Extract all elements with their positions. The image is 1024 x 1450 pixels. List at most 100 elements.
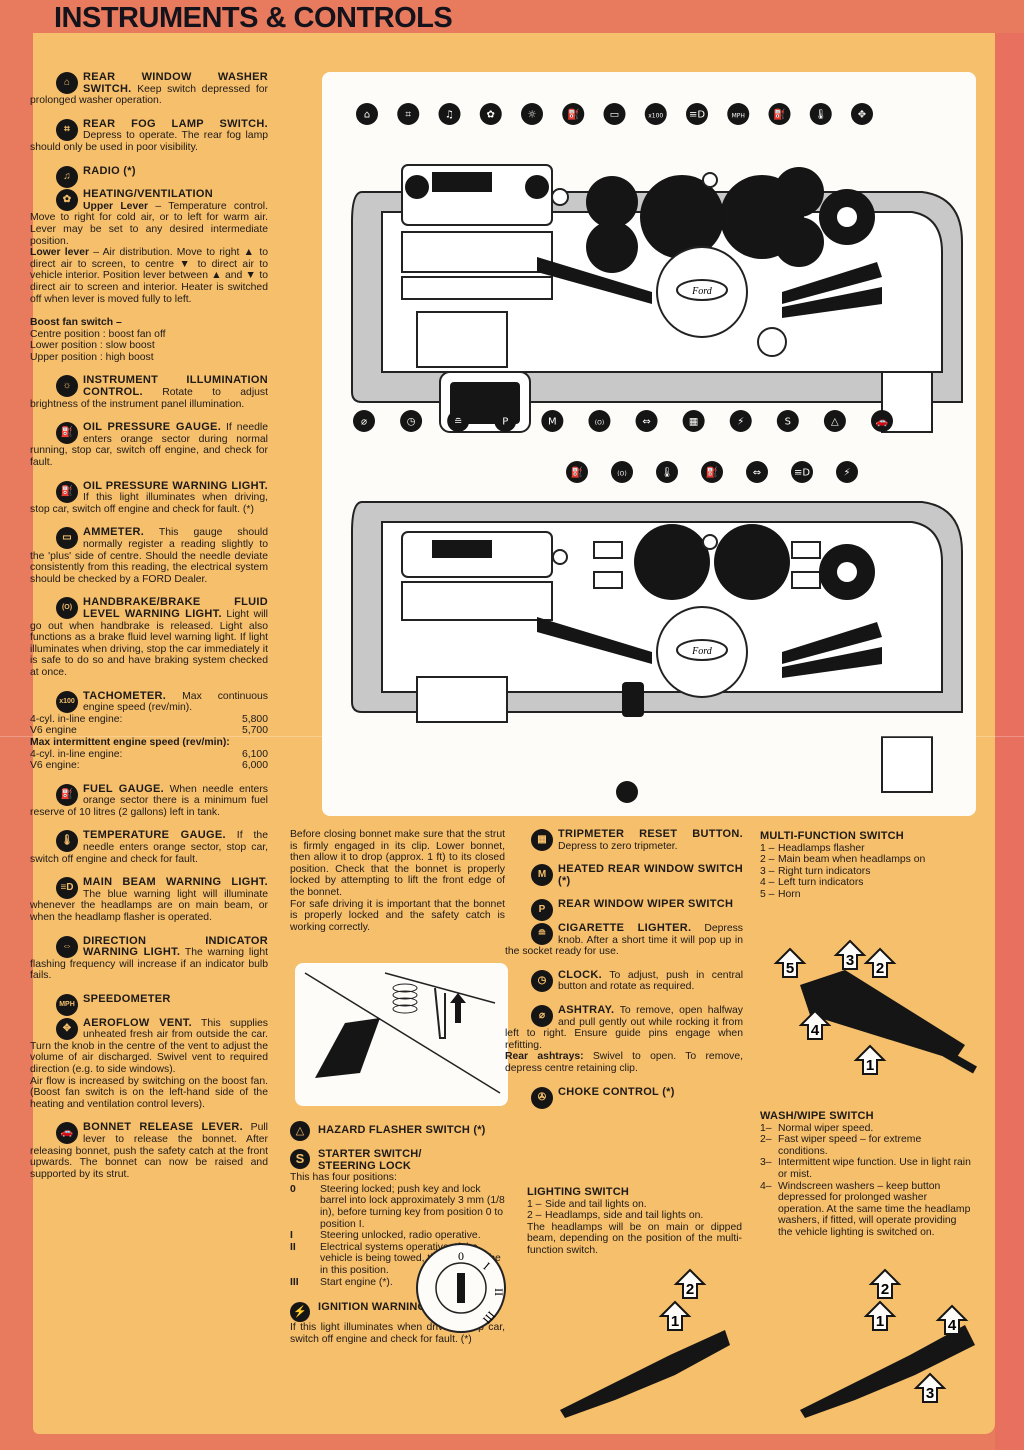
page-fold-line [0,736,1024,737]
entry-text: HANDBRAKE/BRAKE FLUID LEVEL WARNING LIGH… [30,597,268,678]
bottom-callout-icon-glyph: ◷ [407,417,416,428]
instruction-entry: ▦TRIPMETER RESET BUTTON. Depress to zero… [505,828,743,852]
entry-heading: AEROFLOW VENT. [83,1016,192,1029]
lower-callout-icon [836,461,858,483]
bonnet-closing-note: Before closing bonnet make sure that the… [290,829,505,933]
top-callout-icon [644,103,667,125]
wash-wipe-stalk [782,287,882,318]
entry-text: AMMETER. This gauge should normally regi… [30,527,268,585]
bottom-callout-icon [400,410,423,432]
entry-body: Depress to operate. The rear fog lamp sh… [30,130,268,153]
tachometer-dial [640,175,724,259]
fuel-gauge-icon: ⛽ [56,783,78,806]
lower-callout-icon [746,461,768,483]
entry-text: FUEL GAUGE. When needle enters orange se… [30,783,268,819]
bottom-callout-icon-glyph: ⇔ [642,417,650,428]
top-callout-icon-glyph: ⌂ [364,110,370,121]
multi-function-arrow [798,1009,832,1040]
entry-heading: TACHOMETER. [83,689,167,702]
oil-pressure-gauge-icon: ⛽ [56,422,78,445]
entry-body: The blue warning light will illuminate w… [30,888,268,924]
entry-text: ASHTRAY. To remove, open halfway and pul… [505,1003,743,1051]
instruction-entry: ⇔DIRECTION INDICATOR WARNING LIGHT. The … [30,935,268,982]
temperature-gauge [774,217,824,267]
multi-function-arrow-number: 3 [846,952,854,969]
entry-text: CIGARETTE LIGHTER. Depress knob. After a… [505,922,744,958]
lighting-switch-arrow-number: 2 [686,1281,694,1298]
multi-function-item: 3 –Right turn indicators [760,865,871,877]
bottom-callout-icon-glyph: M [548,417,557,428]
direction-indicator-icon: ⇔ [56,935,78,958]
top-callout-icon-glyph: ☼ [528,110,537,121]
entry-extra: Air flow is increased by switching on th… [30,1075,268,1110]
entry-heading: HEATED REAR WINDOW SWITCH (*) [558,863,743,887]
dial-position-1: I [481,1259,493,1272]
hazard-flasher-icon: △ [290,1121,310,1141]
entry-text: REAR FOG LAMP SWITCH. Depress to operate… [30,117,268,154]
top-callout-icon [686,103,708,125]
lower-callout-icon-glyph: (O) [617,471,626,478]
top-callout-icon-glyph: ⛽ [773,108,785,121]
entry-text: INSTRUMENT ILLUMINATION CONTROL. Rotate … [30,375,268,410]
entry-heading: MAIN BEAM WARNING LIGHT. [83,876,268,889]
entry-body: If the needle enters orange sector, stop… [30,830,268,865]
entry-body: Max continuous engine speed (rev/min). [83,690,268,714]
bonnet-release-icon: 🚗 [56,1122,78,1145]
entry-text: OIL PRESSURE WARNING LIGHT. If this ligh… [30,479,268,516]
starter-intro: This has four positions: [290,1172,397,1184]
entry-body: To adjust, push in central button and ro… [558,969,743,993]
top-callout-icon [562,103,585,125]
multi-function-arrow [863,947,897,978]
lower-callout-icon-glyph: ≡D [794,468,810,479]
starter-switch-icon: S [290,1149,310,1169]
radio-icon: ♫ [56,165,78,188]
bottom-callout-icon-glyph: ⌀ [361,417,367,428]
ashtray-icon: ⌀ [531,1004,553,1027]
wash-wipe-item: 2–Fast wiper speed – for extreme conditi… [760,1134,922,1157]
lower-callout-icon [611,461,633,483]
entry-heading: ASHTRAY. [558,1003,615,1016]
lighting-switch-note: The headlamps will be on main or dipped … [527,1221,742,1256]
lower-callout-icon [701,461,723,483]
fuel-gauge [774,167,824,217]
multi-function-arrow [853,1044,887,1075]
spec-row: V6 engine:6,000 [30,760,268,772]
entry-body: If this light illuminates when driving, … [30,492,268,515]
bottom-callout-icon [447,410,470,432]
spec-row: 4-cyl. in-line engine:6,100 [30,748,268,760]
entry-heading: OIL PRESSURE WARNING LIGHT. [83,479,268,492]
entry-heading: HEATING/VENTILATION [83,188,213,201]
top-callout-icon [521,103,543,125]
bottom-callout-icon [871,410,893,432]
heater-controls [401,231,553,273]
starter-switch-heading: STARTER SWITCH/ STEERING LOCK [318,1148,422,1172]
entry-body: Keep switch depressed for prolonged wash… [30,83,268,107]
choke-control-callout [616,781,638,803]
dashboard-diagram: Ford Ford [322,72,976,816]
top-callout-icon [438,103,461,125]
spec-subtitle: Max intermittent engine speed (rev/min): [30,736,230,748]
ignition-warning-body: If this light illuminates when driving, … [290,1322,505,1345]
ignition-lock [757,327,787,357]
right-border-strip [995,33,1024,1450]
instruction-entry: ≘CIGARETTE LIGHTER. Depress knob. After … [505,922,744,958]
release-lever [315,1018,380,1078]
lighting-switch-section: LIGHTING SWITCH 1 –Side and tail lights … [527,1186,742,1257]
boost-fan-position: Centre position : boost fan off [30,328,166,340]
wash-wipe-item: 4–Windscreen washers – keep button depre… [760,1180,971,1238]
dial-position-2: II [492,1288,504,1296]
entry-body: Depress knob. After a short time it will… [505,922,744,958]
right-middle-column: ▦TRIPMETER RESET BUTTON. Depress to zero… [505,828,744,1110]
wash-wipe-title: WASH/WIPE SWITCH [760,1110,874,1122]
entry-heading: REAR FOG LAMP SWITCH. [83,117,268,130]
entry-heading: OIL PRESSURE GAUGE. [83,421,222,434]
instruction-entry: (O)HANDBRAKE/BRAKE FLUID LEVEL WARNING L… [30,597,268,678]
instruction-entry: ⛽FUEL GAUGE. When needle enters orange s… [30,783,268,819]
instrument-illumination-icon: ☼ [56,375,78,398]
aeroflow-vent-icon: ✥ [56,1017,78,1040]
entry-text: RADIO (*) [30,165,268,178]
bottom-callout-icon [494,410,517,432]
entry-text: DIRECTION INDICATOR WARNING LIGHT. The w… [30,935,268,982]
